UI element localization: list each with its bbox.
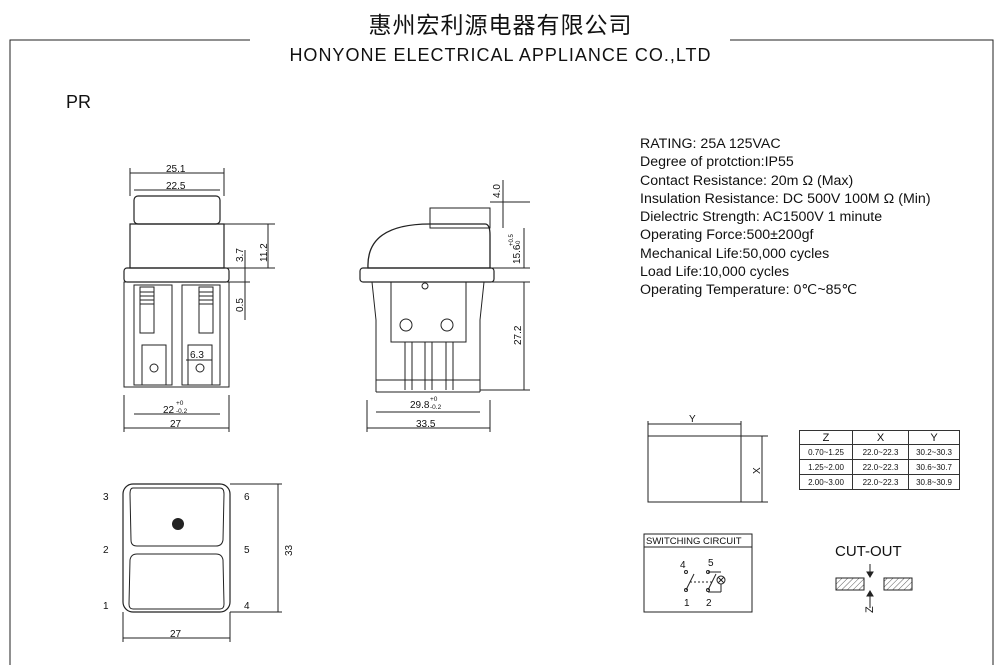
circuit-pin-2: 2	[706, 598, 712, 609]
tolerance-table: Z X Y 0.70~1.25 22.0~22.3 30.2~30.3 1.25…	[799, 430, 960, 490]
table-header-row: Z X Y	[799, 430, 960, 445]
frame-border-right	[730, 39, 994, 665]
spec-protection: Degree of protction:IP55	[640, 154, 794, 171]
cutout-title: CUT-OUT	[835, 543, 902, 560]
frame-border	[9, 39, 250, 665]
pin-3: 3	[103, 492, 109, 503]
pin-2: 2	[103, 545, 109, 556]
company-name-en: HONYONE ELECTRICAL APPLIANCE CO.,LTD	[289, 45, 712, 65]
dim-front-05: 0.5	[235, 298, 246, 312]
table-header: Z	[799, 430, 853, 445]
spec-list: RATING: 25A 125VAC Degree of protction:I…	[640, 135, 931, 300]
spec-operating-temperature: Operating Temperature: 0℃~85℃	[640, 282, 858, 299]
side-view	[359, 180, 530, 432]
circuit-pin-1: 1	[684, 598, 690, 609]
company-name-cn: 惠州宏利源电器有限公司	[368, 13, 633, 39]
dim-front-37: 3.7	[235, 248, 246, 262]
spec-insulation-resistance: Insulation Resistance: DC 500V 100M Ω (M…	[640, 190, 931, 207]
panel-label-y: Y	[689, 414, 696, 425]
bottom-view	[122, 483, 282, 642]
table-row: 2.00~3.00 22.0~22.3 30.8~30.9	[799, 474, 960, 490]
dim-side-156: 15.6	[512, 244, 523, 264]
spec-dielectric-strength: Dielectric Strength: AC1500V 1 minute	[640, 209, 883, 226]
table-cell: 22.0~22.3	[852, 459, 909, 475]
table-cell: 2.00~3.00	[799, 474, 853, 490]
dim-side-298-tol-up: +0	[430, 396, 438, 403]
model-label: PR	[66, 92, 92, 112]
dim-side-298: 29.8	[410, 400, 430, 411]
dim-front-inner: 22.5	[166, 181, 186, 192]
pin-5: 5	[244, 545, 250, 556]
spec-mechanical-life: Mechanical Life:50,000 cycles	[640, 245, 830, 262]
panel-cutout-drawing	[647, 421, 768, 503]
switching-circuit-title: SWITCHING CIRCUIT	[646, 536, 742, 547]
table-cell: 30.6~30.7	[908, 459, 960, 475]
dim-side-272: 27.2	[513, 325, 524, 345]
cutout-drawing	[835, 564, 913, 608]
circuit-pin-4: 4	[680, 560, 686, 571]
dim-front-bottom: 27	[170, 419, 182, 430]
dim-front-112: 11.2	[259, 243, 270, 262]
dim-front-22: 22	[163, 405, 175, 416]
switching-circuit-drawing	[643, 533, 753, 613]
pin-1: 1	[103, 601, 109, 612]
table-cell: 30.8~30.9	[908, 474, 960, 490]
table-row: 0.70~1.25 22.0~22.3 30.2~30.3	[799, 444, 960, 460]
spec-load-life: Load Life:10,000 cycles	[640, 264, 790, 281]
table-cell: 1.25~2.00	[799, 459, 853, 475]
circuit-pin-5: 5	[708, 558, 714, 569]
dim-side-298-tol-down: -0.2	[430, 404, 442, 411]
pin-4: 4	[244, 601, 250, 612]
indicator-light-icon	[172, 518, 184, 530]
spec-operating-force: Operating Force:500±200gf	[640, 227, 814, 244]
cutout-label-z: Z	[864, 606, 876, 613]
dim-front-22-tol-down: -0.2	[176, 408, 188, 415]
dim-side-156-tol-down: -0	[516, 240, 522, 246]
spec-contact-resistance: Contact Resistance: 20m Ω (Max)	[640, 172, 854, 189]
dim-bottom-width: 27	[170, 629, 182, 640]
dim-front-top: 25.1	[166, 164, 186, 175]
table-cell: 30.2~30.3	[908, 444, 960, 460]
table-cell: 22.0~22.3	[852, 444, 909, 460]
table-header: X	[852, 430, 909, 445]
table-row: 1.25~2.00 22.0~22.3 30.6~30.7	[799, 459, 960, 475]
panel-label-x: X	[752, 467, 763, 474]
dim-side-156-tol-up: +0.5	[509, 233, 515, 246]
pin-6: 6	[244, 492, 250, 503]
dim-side-40: 4.0	[492, 184, 503, 198]
dim-bottom-height: 33	[284, 544, 295, 556]
dim-side-bottom: 33.5	[416, 419, 436, 430]
dim-front-22-tol-up: +0	[176, 400, 184, 407]
dim-front-63: 6.3	[190, 350, 204, 361]
spec-rating: RATING: 25A 125VAC	[640, 136, 781, 152]
table-cell: 0.70~1.25	[799, 444, 853, 460]
table-header: Y	[908, 430, 960, 445]
front-view	[123, 168, 275, 432]
table-cell: 22.0~22.3	[852, 474, 909, 490]
